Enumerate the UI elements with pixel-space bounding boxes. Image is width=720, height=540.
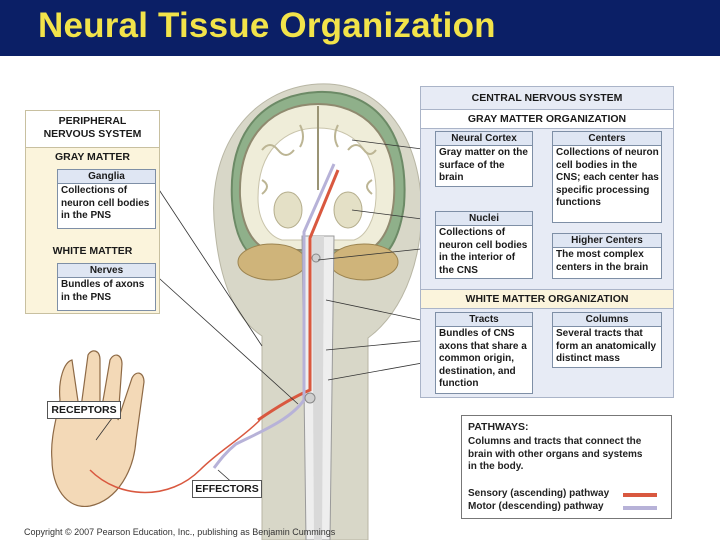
centers-box: Centers Collections of neuron cell bodie… — [552, 131, 662, 223]
spinal-gray — [312, 236, 324, 540]
receptors-label: RECEPTORS — [47, 401, 121, 419]
tracts-box: Tracts Bundles of CNS axons that share a… — [435, 312, 533, 394]
sensory-nerve-to-hand — [89, 419, 261, 494]
cns-panel: CENTRAL NERVOUS SYSTEM GRAY MATTER ORGAN… — [420, 86, 674, 398]
pathways-header: PATHWAYS: — [468, 421, 529, 433]
white-org-header-bar: WHITE MATTER ORGANIZATION — [421, 289, 673, 309]
pathways-legend: PATHWAYS: Columns and tracts that connec… — [461, 415, 672, 519]
motor-legend-label: Motor (descending) pathway — [468, 501, 604, 512]
tracts-text: Bundles of CNS axons that share a common… — [439, 328, 527, 389]
centers-text: Collections of neuron cell bodies in the… — [556, 147, 659, 208]
cerebellum-left — [237, 243, 307, 281]
motor-pathway-line — [212, 163, 336, 469]
pns-header: PERIPHERAL NERVOUS SYSTEM — [26, 111, 159, 148]
nuclei-box: Nuclei Collections of neuron cell bodies… — [435, 211, 533, 279]
slide-title: Neural Tissue Organization — [38, 6, 496, 45]
tracts-title: Tracts — [436, 313, 532, 327]
neural-cortex-text: Gray matter on the surface of the brain — [439, 147, 528, 183]
nucleus-left — [273, 191, 303, 229]
brainstem-cell-body — [311, 253, 321, 263]
nerves-text: Bundles of axons in the PNS — [61, 279, 145, 303]
sensory-legend-swatch — [623, 493, 657, 497]
nuclei-text: Collections of neuron cell bodies in the… — [439, 227, 528, 276]
neural-cortex-title: Neural Cortex — [436, 132, 532, 146]
gray-org-header-bar: GRAY MATTER ORGANIZATION — [421, 109, 673, 129]
nuclei-title: Nuclei — [436, 212, 532, 226]
sensory-pathway-line — [257, 169, 340, 422]
ganglia-text: Collections of neuron cell bodies in the… — [61, 185, 150, 221]
nucleus-right — [333, 191, 363, 229]
cns-header: CENTRAL NERVOUS SYSTEM — [471, 92, 623, 104]
columns-box: Columns Several tracts that form an anat… — [552, 312, 662, 368]
cord-cell-body — [304, 392, 316, 404]
gray-org-header: GRAY MATTER ORGANIZATION — [467, 113, 627, 125]
hand — [51, 350, 145, 507]
pns-panel: PERIPHERAL NERVOUS SYSTEM GRAY MATTER Ga… — [25, 110, 160, 314]
nerves-title: Nerves — [58, 264, 155, 278]
gray-matter-label: GRAY MATTER — [54, 151, 131, 163]
centers-title: Centers — [553, 132, 661, 146]
higher-centers-title: Higher Centers — [553, 234, 661, 248]
effectors-label: EFFECTORS — [192, 480, 262, 498]
columns-title: Columns — [553, 313, 661, 327]
nerves-box: Nerves Bundles of axons in the PNS — [57, 263, 156, 311]
higher-centers-box: Higher Centers The most complex centers … — [552, 233, 662, 279]
higher-centers-text: The most complex centers in the brain — [556, 249, 649, 273]
copyright: Copyright © 2007 Pearson Education, Inc.… — [24, 527, 336, 537]
motor-legend-swatch — [623, 506, 657, 510]
gyri — [261, 124, 377, 195]
neural-cortex-box: Neural Cortex Gray matter on the surface… — [435, 131, 533, 187]
title-bar: Neural Tissue Organization — [0, 0, 720, 56]
columns-text: Several tracts that form an anatomically… — [556, 328, 657, 364]
white-org-header: WHITE MATTER ORGANIZATION — [465, 293, 629, 305]
pathways-text: Columns and tracts that connect the brai… — [468, 436, 643, 472]
ganglia-box: Ganglia Collections of neuron cell bodie… — [57, 169, 156, 229]
sensory-legend-label: Sensory (ascending) pathway — [468, 488, 610, 499]
cerebellum-right — [329, 243, 399, 281]
white-matter-label: WHITE MATTER — [52, 245, 133, 257]
ganglia-title: Ganglia — [58, 170, 155, 184]
pns-header-text: PERIPHERAL NERVOUS SYSTEM — [43, 115, 142, 140]
